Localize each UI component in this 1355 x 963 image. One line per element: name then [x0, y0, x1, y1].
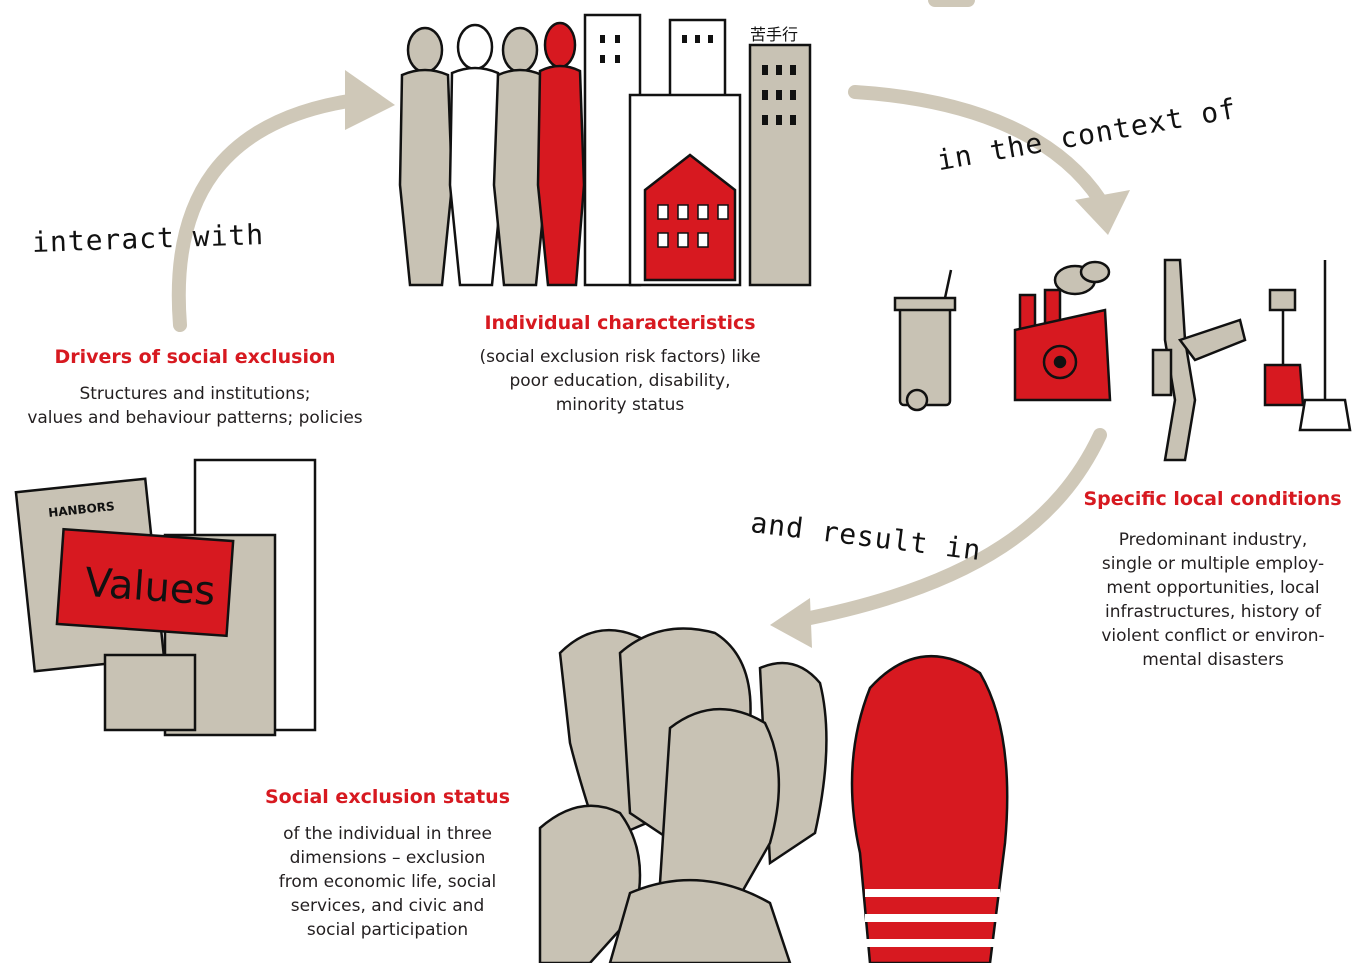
- arrow-individual-to-local: [848, 85, 1107, 207]
- shovel-rake-icon: [1263, 260, 1352, 432]
- values-sign: [55, 527, 235, 638]
- arrow-local-to-status: [793, 428, 1107, 627]
- arrowhead-3: [770, 598, 812, 648]
- individual-line: minority status: [555, 395, 685, 415]
- individual-heading: Individual characteristics: [484, 312, 756, 334]
- rooftop-text: 苦手行: [750, 25, 798, 44]
- factory-icon: [1013, 260, 1112, 402]
- rifle-icon: [1151, 258, 1247, 462]
- face-center: [658, 707, 781, 915]
- books: [103, 653, 197, 732]
- values-illustration: Values HANBORS: [14, 458, 317, 737]
- drivers-description: Structures and institutions; values and …: [0, 382, 390, 430]
- face-red: [850, 654, 1009, 963]
- arrowhead-2: [1075, 190, 1130, 235]
- local-heading: Specific local conditions: [1083, 488, 1342, 510]
- local-line: mental disasters: [1142, 650, 1284, 670]
- individual-description: (social exclusion risk factors) like poo…: [440, 345, 800, 417]
- hanbors-text: HANBORS: [48, 499, 116, 520]
- arrowhead-1: [345, 70, 395, 130]
- drivers-heading: Drivers of social exclusion: [54, 346, 336, 368]
- status-line: from economic life, social: [278, 872, 497, 892]
- local-line: single or multiple employ-: [1101, 554, 1325, 574]
- local-description: Predominant industry, single or multiple…: [1078, 528, 1348, 672]
- individual-characteristics-illustration: 苦手行: [398, 13, 812, 287]
- person-4-red: [536, 21, 586, 287]
- status-illustration: [538, 627, 1009, 963]
- status-description: of the individual in three dimensions – …: [255, 822, 520, 942]
- red-shirt-stripes: [865, 889, 1000, 947]
- local-line: Predominant industry,: [1118, 530, 1308, 550]
- individual-line: poor education, disability,: [509, 371, 731, 391]
- body-center: [608, 878, 792, 963]
- status-line: services, and civic and: [290, 896, 485, 916]
- local-conditions-illustration: [893, 258, 1352, 462]
- status-line: dimensions – exclusion: [289, 848, 486, 868]
- person-1: [398, 26, 454, 287]
- arrow-drivers-to-individual: [171, 93, 362, 332]
- status-line: of the individual in three: [283, 824, 492, 844]
- local-line: ment opportunities, local: [1106, 578, 1320, 598]
- local-line: violent conflict or environ-: [1101, 626, 1325, 646]
- status-line: social participation: [306, 920, 469, 940]
- trash-bin-icon: [893, 269, 957, 412]
- drivers-line: values and behaviour patterns; policies: [27, 408, 363, 428]
- building-tall-3: [748, 43, 812, 287]
- values-sign-text: Values: [83, 560, 217, 615]
- individual-line: (social exclusion risk factors) like: [479, 347, 761, 367]
- red-house: [643, 153, 737, 282]
- drivers-line: Structures and institutions;: [79, 384, 311, 404]
- status-heading: Social exclusion status: [264, 786, 511, 808]
- local-line: infrastructures, history of: [1105, 602, 1321, 622]
- person-2: [448, 23, 504, 287]
- person-3: [492, 26, 548, 287]
